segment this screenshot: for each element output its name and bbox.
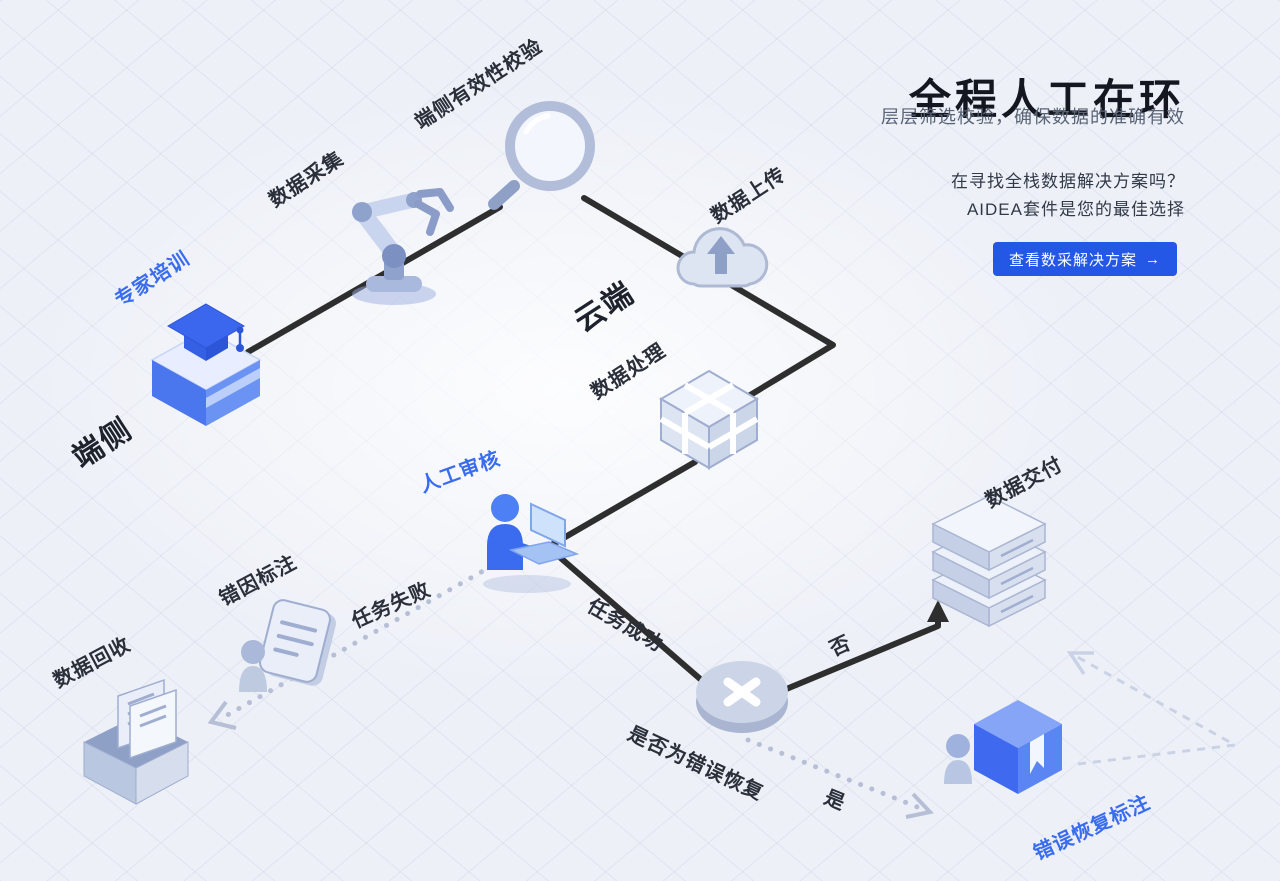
arrow-right-icon: → [1145,250,1161,268]
promo-text: 在寻找全栈数据解决方案吗？ AIDEA套件是您的最佳选择 [951,168,1185,224]
cube-stack-icon [659,369,759,470]
validation-to-processing-line [581,195,836,400]
graduation-cap-box-icon [150,303,262,426]
cloud-upload-icon [676,227,769,288]
x-decision-node-icon [696,661,788,733]
decision-to-delivery-line [781,611,941,693]
recovery-return-arrowhead-icon [1066,651,1094,675]
robot-arm-icon [352,188,454,305]
person-book-icon [944,700,1062,794]
magnifier-icon [488,101,595,210]
delivery-arrowhead-icon [927,600,949,622]
server-stack-icon [931,495,1047,628]
recovery-return-dashed-line [1071,652,1240,766]
person-document-icon [239,599,336,692]
yes-dotted-line [745,737,933,815]
task-failed-arrowhead-icon [207,700,237,730]
view-solution-button[interactable]: 查看数采解决方案 → [992,242,1177,276]
view-solution-button-label: 查看数采解决方案 [1008,251,1137,269]
person-laptop-icon [483,494,580,593]
inbox-documents-icon [83,678,189,805]
page-title: 全程人工在环 [908,76,1185,124]
page-subtitle: 层层筛选校验，确保数据的准确有效 [881,107,1185,127]
yes-arrowhead-icon [905,792,934,819]
promo-line-1: 在寻找全栈数据解决方案吗？ [951,172,1185,191]
task-failed-dotted-line [219,563,495,721]
promo-line-2: AIDEA套件是您的最佳选择 [966,200,1185,220]
